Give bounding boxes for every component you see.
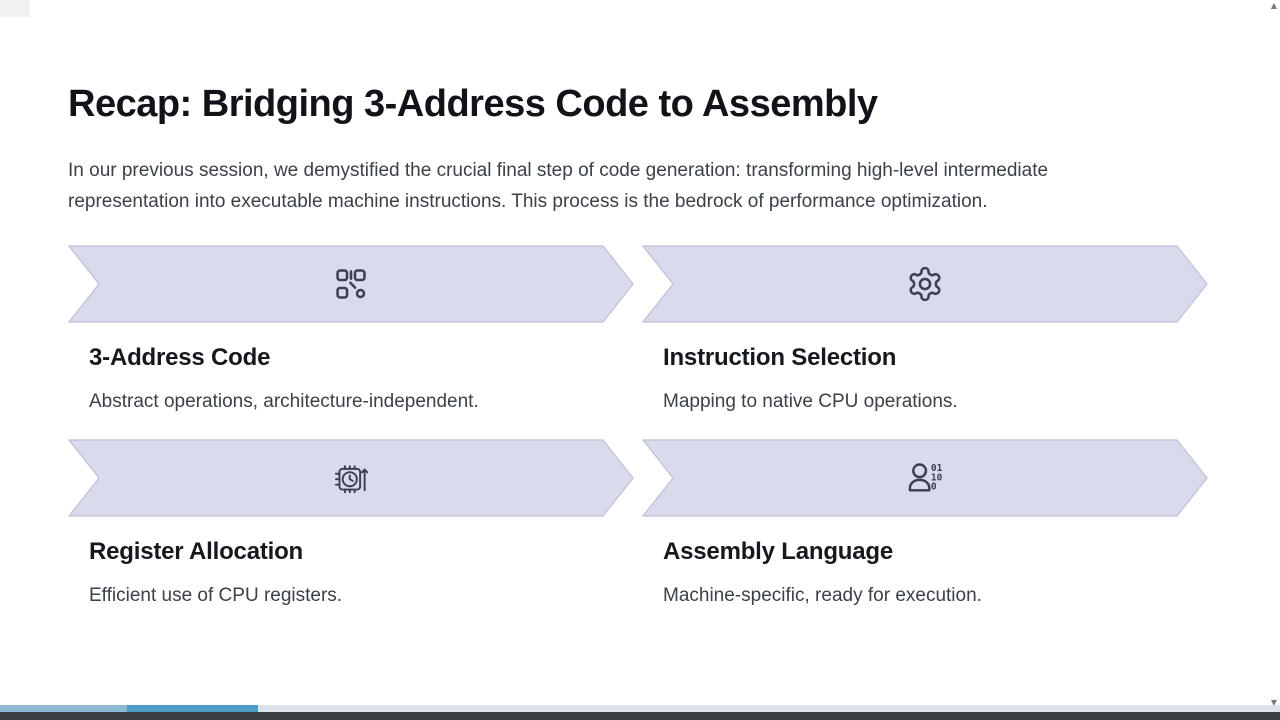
- arrow-banner-polygon: [642, 244, 1208, 323]
- step-card-instruction-selection: Instruction Selection Mapping to native …: [642, 244, 1208, 413]
- arrow-banner-shape: [68, 438, 634, 517]
- steps-grid: 3-Address Code Abstract operations, arch…: [68, 244, 1208, 607]
- scrollbar-up-arrow-icon[interactable]: ▲: [1270, 1, 1277, 10]
- video-progress-buffered[interactable]: [0, 705, 127, 712]
- step-title: 3-Address Code: [89, 343, 271, 371]
- arrow-banner: 01 10 0: [642, 438, 1208, 517]
- qr-code-icon: [336, 268, 366, 299]
- arrow-banner: [68, 244, 634, 323]
- intro-text: In our previous session, we demystified …: [68, 159, 1049, 213]
- corner-artifact: [0, 0, 30, 17]
- step-card-assembly-language: 01 10 0 Assembly Language Machine-specif…: [642, 438, 1208, 607]
- arrow-banner-shape: [642, 438, 1208, 517]
- arrow-banner: [68, 438, 634, 517]
- scrollbar-down-arrow-icon[interactable]: ▼: [1270, 698, 1277, 707]
- step-description: Abstract operations, architecture-indepe…: [89, 390, 479, 412]
- video-progress-played[interactable]: [127, 705, 258, 712]
- step-title: Instruction Selection: [663, 343, 897, 371]
- arrow-banner-polygon: [642, 438, 1208, 517]
- bottom-dark-bar: [0, 712, 1280, 720]
- slide-content: Recap: Bridging 3-Address Code to Assemb…: [68, 0, 1208, 607]
- arrow-banner: [642, 244, 1208, 323]
- cpu-clock-icon: [334, 464, 368, 493]
- arrow-banner-polygon: [68, 438, 634, 517]
- gear-icon: [909, 266, 941, 301]
- step-description: Machine-specific, ready for execution.: [663, 584, 982, 606]
- step-description: Mapping to native CPU operations.: [663, 390, 958, 412]
- binary-bits-text: 0: [931, 481, 937, 492]
- arrow-banner-shape: [642, 244, 1208, 323]
- video-progress-bar[interactable]: [0, 705, 1280, 712]
- binary-bits-text: 10: [931, 472, 943, 483]
- step-card-register-allocation: Register Allocation Efficient use of CPU…: [68, 438, 634, 607]
- binary-bits-text: 01: [931, 463, 943, 474]
- step-description: Efficient use of CPU registers.: [89, 584, 343, 606]
- step-title: Register Allocation: [89, 537, 304, 565]
- user-binary-icon: 01 10 0: [908, 462, 943, 492]
- step-card-3-address-code: 3-Address Code Abstract operations, arch…: [68, 244, 634, 413]
- page-title: Recap: Bridging 3-Address Code to Assemb…: [68, 83, 878, 125]
- step-title: Assembly Language: [663, 537, 894, 565]
